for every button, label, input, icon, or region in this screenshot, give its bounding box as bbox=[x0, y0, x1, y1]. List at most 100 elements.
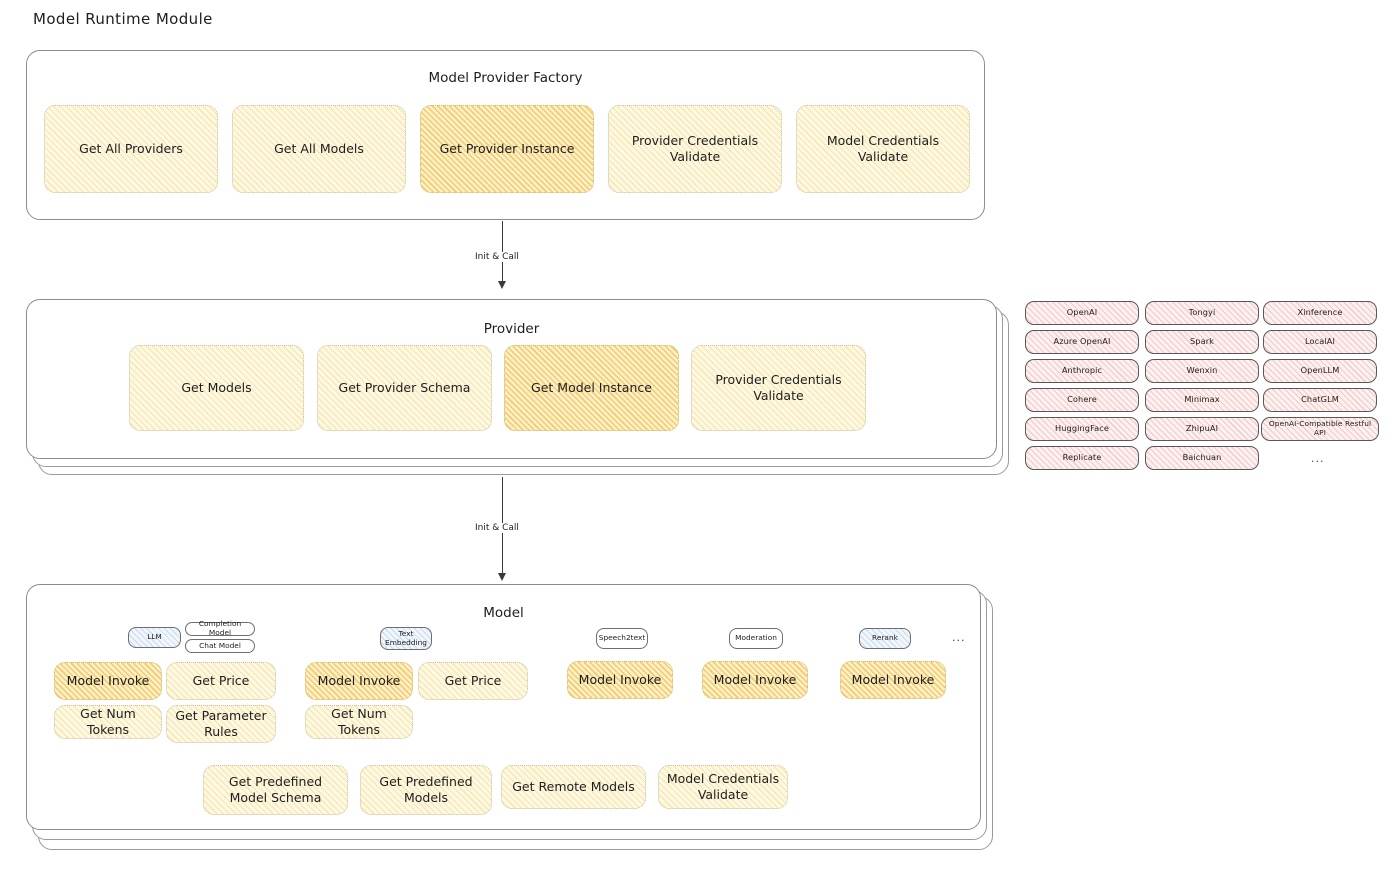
provider-chip-cohere[interactable]: Cohere bbox=[1025, 388, 1139, 412]
factory-node-get-provider-instance[interactable]: Get Provider Instance bbox=[420, 105, 594, 193]
model-type-badge-label: Text Embedding bbox=[385, 628, 427, 647]
provider-chip-label: ChatGLM bbox=[1301, 394, 1339, 405]
method-label: Model Invoke bbox=[851, 672, 935, 688]
method-label: Get Num Tokens bbox=[80, 706, 136, 737]
model-type-badge-text-embedding[interactable]: Text Embedding bbox=[380, 627, 432, 650]
provider-chip-label: HuggingFace bbox=[1054, 423, 1109, 434]
factory-node-model-credentials-validate[interactable]: Model Credentials Validate bbox=[796, 105, 970, 193]
provider-chip-label: OpenLLM bbox=[1300, 365, 1340, 376]
provider-chip-spark[interactable]: Spark bbox=[1145, 330, 1259, 354]
text-embedding-method-model-invoke[interactable]: Model Invoke bbox=[305, 662, 413, 700]
method-label: Model Invoke bbox=[713, 672, 797, 688]
provider-chip-localai[interactable]: LocalAI bbox=[1263, 330, 1377, 354]
provider-chip-tongyi[interactable]: Tongyi bbox=[1145, 301, 1259, 325]
provider-chip-openai-compatible-restful-api[interactable]: OpenAI-Compatible Restful API bbox=[1261, 417, 1379, 441]
provider-chip-zhipuai[interactable]: ZhipuAI bbox=[1145, 417, 1259, 441]
llm-method-get-price[interactable]: Get Price bbox=[166, 662, 276, 700]
provider-chip-label: Anthropic bbox=[1061, 365, 1103, 376]
model-type-badge-speech2text[interactable]: Speech2text bbox=[596, 628, 648, 649]
provider-chip-chatglm[interactable]: ChatGLM bbox=[1263, 388, 1377, 412]
arrow-factory-to-provider-label: Init & Call bbox=[472, 252, 522, 262]
provider-chip-label: OpenAI-Compatible Restful API bbox=[1268, 419, 1372, 437]
text-embedding-method-get-num-tokens[interactable]: Get Num Tokens bbox=[305, 705, 413, 739]
provider-chip-anthropic[interactable]: Anthropic bbox=[1025, 359, 1139, 383]
model-subbadge-label: Completion Model bbox=[198, 619, 242, 637]
provider-node-get-provider-schema[interactable]: Get Provider Schema bbox=[317, 345, 492, 431]
model-type-badge-label: LLM bbox=[147, 632, 162, 642]
provider-chip-baichuan[interactable]: Baichuan bbox=[1145, 446, 1259, 470]
provider-node-label: Get Provider Schema bbox=[338, 380, 471, 396]
provider-chip-label: Tongyi bbox=[1188, 307, 1216, 318]
method-label: Get Parameter Rules bbox=[175, 708, 267, 739]
method-label: Get Remote Models bbox=[512, 779, 635, 795]
provider-chip-label: Xinference bbox=[1297, 307, 1343, 318]
provider-chip-label: Replicate bbox=[1062, 452, 1102, 463]
provider-node-provider-credentials-validate[interactable]: Provider Credentials Validate bbox=[691, 345, 866, 431]
method-label: Get Num Tokens bbox=[331, 706, 387, 737]
method-label: Get Predefined Model Schema bbox=[228, 774, 323, 805]
provider-node-get-model-instance[interactable]: Get Model Instance bbox=[504, 345, 679, 431]
provider-chip-replicate[interactable]: Replicate bbox=[1025, 446, 1139, 470]
provider-chip-label: Baichuan bbox=[1182, 452, 1222, 463]
provider-chip-wenxin[interactable]: Wenxin bbox=[1145, 359, 1259, 383]
model-type-badge-moderation[interactable]: Moderation bbox=[729, 628, 783, 649]
provider-node-get-models[interactable]: Get Models bbox=[129, 345, 304, 431]
provider-chip-openai[interactable]: OpenAI bbox=[1025, 301, 1139, 325]
factory-node-label: Model Credentials Validate bbox=[826, 133, 940, 164]
model-common-get-predefined-model-schema[interactable]: Get Predefined Model Schema bbox=[203, 765, 348, 815]
provider-chip-label: OpenAI bbox=[1066, 307, 1098, 318]
llm-method-model-invoke[interactable]: Model Invoke bbox=[54, 662, 162, 700]
provider-chip-label: Wenxin bbox=[1186, 365, 1218, 376]
method-label: Model Invoke bbox=[317, 673, 401, 689]
provider-chip-label: LocalAI bbox=[1305, 336, 1335, 347]
arrow-provider-to-model-label: Init & Call bbox=[472, 523, 522, 533]
factory-node-label: Get Provider Instance bbox=[439, 141, 575, 157]
method-label: Model Credentials Validate bbox=[666, 771, 780, 802]
arrow-factory-to-provider-head bbox=[498, 281, 506, 289]
model-type-badge-label: Speech2text bbox=[598, 633, 646, 643]
factory-node-provider-credentials-validate[interactable]: Provider Credentials Validate bbox=[608, 105, 782, 193]
model-type-badge-rerank[interactable]: Rerank bbox=[859, 628, 911, 649]
model-type-badge-label: Rerank bbox=[872, 633, 898, 643]
provider-chip-label: Spark bbox=[1189, 336, 1215, 347]
provider-chip-azure-openai[interactable]: Azure OpenAI bbox=[1025, 330, 1139, 354]
model-type-badge-label: Moderation bbox=[735, 633, 777, 643]
text-embedding-method-get-price[interactable]: Get Price bbox=[418, 662, 528, 700]
method-label: Model Invoke bbox=[66, 673, 150, 689]
model-subbadge-completion-model[interactable]: Completion Model bbox=[185, 619, 255, 637]
model-subbadge-chat-model[interactable]: Chat Model bbox=[185, 639, 255, 653]
provider-node-label: Provider Credentials Validate bbox=[715, 372, 842, 403]
provider-node-label: Get Model Instance bbox=[531, 380, 652, 396]
provider-list-more-ellipsis: ... bbox=[1311, 452, 1325, 465]
moderation-method-model-invoke[interactable]: Model Invoke bbox=[702, 661, 808, 699]
method-label: Get Price bbox=[444, 673, 502, 689]
model-subbadge-label: Chat Model bbox=[199, 640, 241, 650]
provider-chip-openllm[interactable]: OpenLLM bbox=[1263, 359, 1377, 383]
model-common-get-remote-models[interactable]: Get Remote Models bbox=[501, 765, 646, 809]
model-provider-factory-title: Model Provider Factory bbox=[428, 70, 583, 86]
provider-chip-minimax[interactable]: Minimax bbox=[1145, 388, 1259, 412]
llm-method-get-num-tokens[interactable]: Get Num Tokens bbox=[54, 705, 162, 739]
factory-node-label: Get All Providers bbox=[79, 141, 183, 157]
page-title: Model Runtime Module bbox=[33, 10, 213, 28]
rerank-method-model-invoke[interactable]: Model Invoke bbox=[840, 661, 946, 699]
provider-chip-xinference[interactable]: Xinference bbox=[1263, 301, 1377, 325]
provider-node-label: Get Models bbox=[181, 380, 252, 396]
method-label: Get Predefined Models bbox=[379, 774, 473, 805]
llm-method-get-parameter-rules[interactable]: Get Parameter Rules bbox=[166, 705, 276, 743]
factory-node-label: Get All Models bbox=[274, 141, 364, 157]
factory-node-get-all-models[interactable]: Get All Models bbox=[232, 105, 406, 193]
provider-chip-label: Minimax bbox=[1184, 394, 1220, 405]
speech2text-method-model-invoke[interactable]: Model Invoke bbox=[567, 661, 673, 699]
factory-node-label: Provider Credentials Validate bbox=[631, 133, 759, 164]
model-type-badge-llm[interactable]: LLM bbox=[128, 627, 181, 648]
provider-title: Provider bbox=[483, 321, 540, 337]
factory-node-get-all-providers[interactable]: Get All Providers bbox=[44, 105, 218, 193]
model-common-get-predefined-models[interactable]: Get Predefined Models bbox=[360, 765, 492, 815]
provider-chip-label: Azure OpenAI bbox=[1053, 336, 1111, 347]
provider-chip-label: Cohere bbox=[1067, 394, 1097, 405]
model-title: Model bbox=[483, 605, 524, 621]
provider-chip-huggingface[interactable]: HuggingFace bbox=[1025, 417, 1139, 441]
model-common-model-credentials-validate[interactable]: Model Credentials Validate bbox=[658, 765, 788, 809]
method-label: Model Invoke bbox=[578, 672, 662, 688]
